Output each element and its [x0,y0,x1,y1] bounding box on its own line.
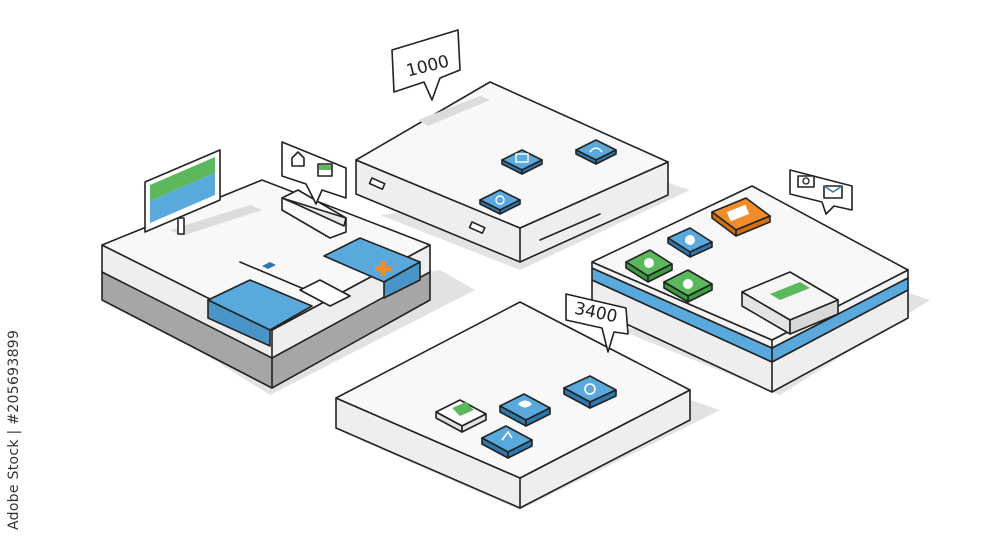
left-platform [101,141,475,395]
raised-box [741,271,839,335]
battery-icon [711,197,771,237]
bottom-platform: 3400 [335,293,720,510]
billboard-icon [144,149,221,235]
download-icon [435,399,487,433]
apple-icon [663,269,713,303]
app-tile [501,149,543,175]
stock-caption: Adobe Stock | #205693899 [6,329,22,530]
app-tile [499,393,551,427]
camera-icon [797,175,815,188]
media-bubble [789,169,853,215]
counter-bubble: 1000 [391,29,461,101]
location-bubble [281,141,347,205]
app-tile [667,227,713,258]
top-platform: 1000 [355,29,690,270]
app-tile [481,425,533,459]
apple-icon [625,249,673,283]
plus-icon [375,261,391,276]
app-tile [479,189,521,215]
right-platform [591,169,930,395]
app-tile [563,375,617,409]
app-tile [575,139,617,165]
counter-bubble: 3400 [565,293,629,353]
home-icon [291,151,305,167]
arrow-sign [281,189,347,239]
